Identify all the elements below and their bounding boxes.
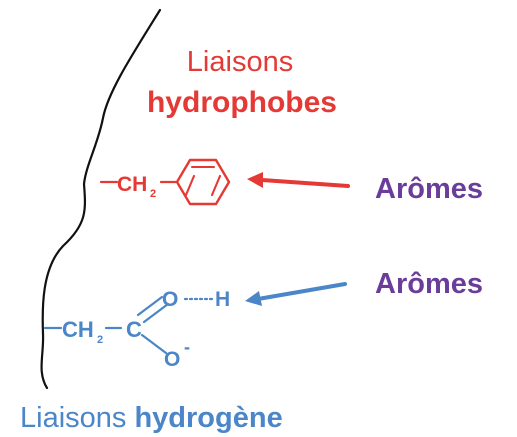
oxygen-charge: - — [184, 337, 190, 357]
arrow-top-icon — [247, 172, 350, 188]
hydrophobic-ch: CH — [117, 173, 147, 196]
oxygen-top: O — [162, 288, 178, 311]
benzene-ring-icon — [175, 158, 231, 206]
hydrophobic-subscript: 2 — [150, 188, 156, 200]
hydrogen-bonds-suffix: hydrogène — [134, 402, 282, 434]
boundary-curve-icon — [40, 8, 162, 390]
hydrogen-subscript: 2 — [97, 334, 103, 346]
carboxylate-bond — [140, 333, 168, 355]
hydrogen-atom: H — [215, 288, 230, 311]
carbonyl-double-bond-a — [136, 295, 164, 317]
hydrophobic-title-line2: hydrophobes — [147, 86, 337, 119]
hydrogen-ch: CH — [62, 317, 94, 342]
hydrogen-bonds-label: Liaisons hydrogène — [20, 402, 283, 434]
arrow-bottom-icon — [245, 282, 347, 306]
hydrogen-group: CH 2 C O H O - — [43, 288, 230, 371]
aromes-bottom-label: Arômes — [375, 268, 483, 300]
aromes-top-label: Arômes — [375, 173, 483, 205]
hydrogen-carbon: C — [126, 317, 142, 342]
oxygen-bottom: O — [164, 348, 180, 371]
hydrophobic-group: CH 2 — [99, 158, 231, 206]
carbonyl-double-bond-b — [142, 302, 170, 324]
hydrogen-bonds-prefix: Liaisons — [20, 402, 126, 434]
hydrophobic-title-line1: Liaisons — [187, 46, 293, 78]
